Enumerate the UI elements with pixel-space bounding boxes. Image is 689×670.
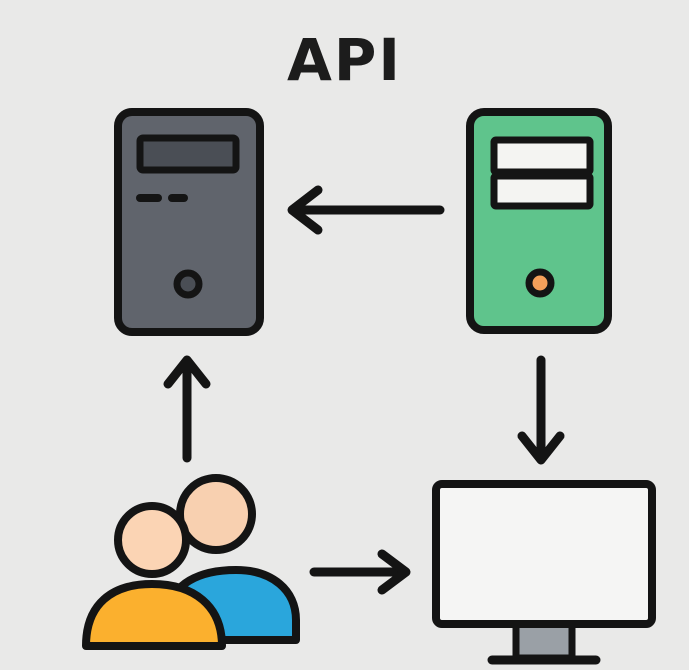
arrow-right-server-to-monitor xyxy=(517,355,565,465)
server-icon xyxy=(114,108,264,336)
server-right xyxy=(466,108,612,334)
users-icon xyxy=(82,474,300,650)
arrow-right-server-to-left-server xyxy=(287,185,445,235)
users xyxy=(82,474,300,650)
diagram-title: API xyxy=(287,26,402,94)
server-icon xyxy=(466,108,612,334)
server-left xyxy=(114,108,264,336)
arrow-users-to-monitor xyxy=(309,549,411,595)
monitor xyxy=(432,480,656,665)
arrow-users-to-left-server xyxy=(163,355,211,463)
monitor-icon xyxy=(432,480,656,665)
